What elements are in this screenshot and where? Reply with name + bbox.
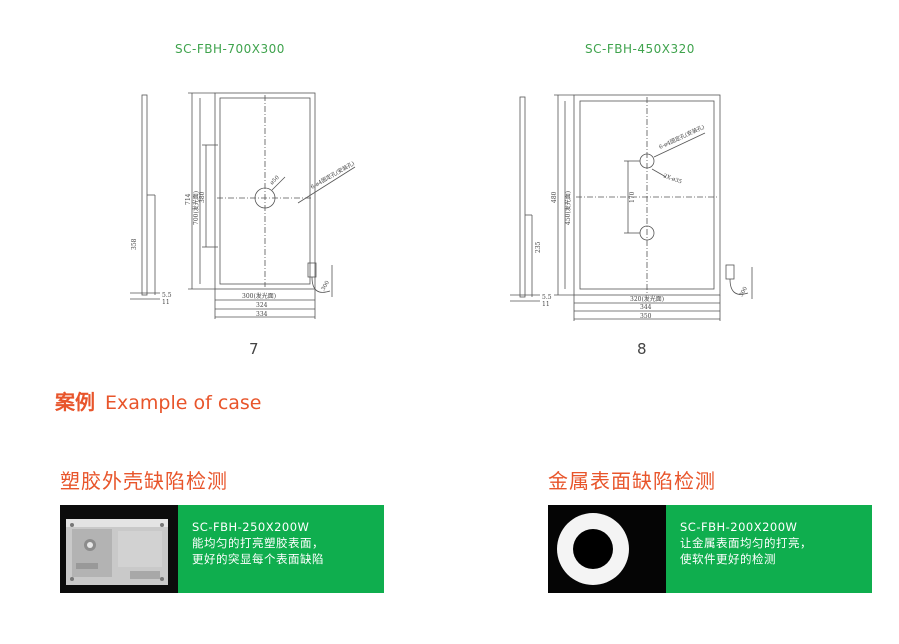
drawing-1-dim-light-width: 300(发光面)	[242, 292, 276, 300]
case-section-heading: 案例 Example of case	[55, 386, 262, 415]
drawing-2-panel-outline	[573, 94, 721, 296]
case-2-photo	[548, 505, 666, 593]
drawing-2-dim-small-a: 5.5	[542, 294, 552, 301]
drawing-2-dim-total-height: 480	[551, 191, 558, 203]
case-2-desc-line2: 使软件更好的检测	[680, 552, 776, 566]
case-2-info-card: SC-FBH-200X200W 让金属表面均匀的打亮， 使软件更好的检测	[666, 505, 872, 593]
drawing-2-dim-mid-width: 344	[640, 304, 652, 311]
drawing-1-dim-cable: 300	[321, 279, 332, 292]
drawing-1-dim-total-width: 334	[256, 311, 268, 318]
case-title-cn: 案例	[55, 390, 95, 414]
drawing-2-page-number: 8	[637, 340, 647, 358]
drawing-1-centre-hole	[254, 187, 276, 209]
case-2-model: SC-FBH-200X200W	[680, 520, 798, 534]
drawing-1-dim-total-height: 714	[185, 193, 192, 205]
case-1-info-card: SC-FBH-250X200W 能均匀的打亮塑胶表面， 更好的突显每个表面缺陷	[178, 505, 384, 593]
drawing-1-dim-small-a: 5.5	[162, 292, 172, 299]
case-1-model: SC-FBH-250X200W	[192, 520, 310, 534]
drawing-1-technical-drawing: 358 5.5 11 714 700(发光面) 380 300(发光面) 324…	[130, 92, 356, 319]
drawing-2-dim-total-width: 350	[640, 313, 652, 320]
case-1-photo	[60, 505, 178, 593]
drawing-2-dim-small-b: 11	[542, 301, 550, 308]
drawing-2-dim-light-width: 320(发光面)	[630, 295, 664, 303]
drawing-2-side-profile	[519, 96, 526, 298]
drawing-1-dim-mid-width: 324	[256, 302, 268, 309]
drawing-2-dim-light-height: 450(发光面)	[564, 191, 572, 225]
case-2-category-title: 金属表面缺陷检测	[548, 469, 716, 493]
drawing-1-panel-outline	[214, 92, 316, 290]
case-title-en: Example of case	[105, 392, 262, 414]
drawing-1-dim-inner-h: 380	[199, 191, 206, 203]
drawing-1-dim-screw: 6-ø4固定孔(安装孔)	[309, 159, 356, 191]
case-2-desc-line1: 让金属表面均匀的打亮，	[680, 536, 812, 550]
drawing-1-model-title: SC-FBH-700X300	[175, 42, 285, 56]
drawing-1-dim-side-h: 358	[131, 238, 138, 250]
case-1-desc-line2: 更好的突显每个表面缺陷	[192, 552, 324, 566]
drawing-1-page-number: 7	[249, 340, 259, 358]
drawing-2-dim-hole: 2X-ø35	[662, 173, 683, 185]
drawing-2-dim-side-h: 235	[535, 241, 542, 253]
drawing-2-dim-cable: 300	[739, 285, 750, 298]
drawing-1-dim-small-b: 11	[162, 299, 170, 306]
drawing-2-dim-screw: 6-ø4固定孔(安装孔)	[657, 123, 705, 151]
drawing-1-side-profile	[141, 94, 148, 296]
drawing-2-technical-drawing: 235 5.5 11 480 450(发光面) 170 320(发光面) 344…	[510, 94, 753, 321]
case-1-desc-line1: 能均匀的打亮塑胶表面，	[192, 536, 324, 550]
drawing-1-dim-light-height: 700(发光面)	[192, 191, 200, 225]
drawing-2-model-title: SC-FBH-450X320	[585, 42, 695, 56]
case-1-category-title: 塑胶外壳缺陷检测	[60, 469, 228, 493]
drawing-1-dim-hole: ø50	[269, 175, 281, 187]
drawing-2-dim-inner-h: 170	[629, 191, 636, 203]
